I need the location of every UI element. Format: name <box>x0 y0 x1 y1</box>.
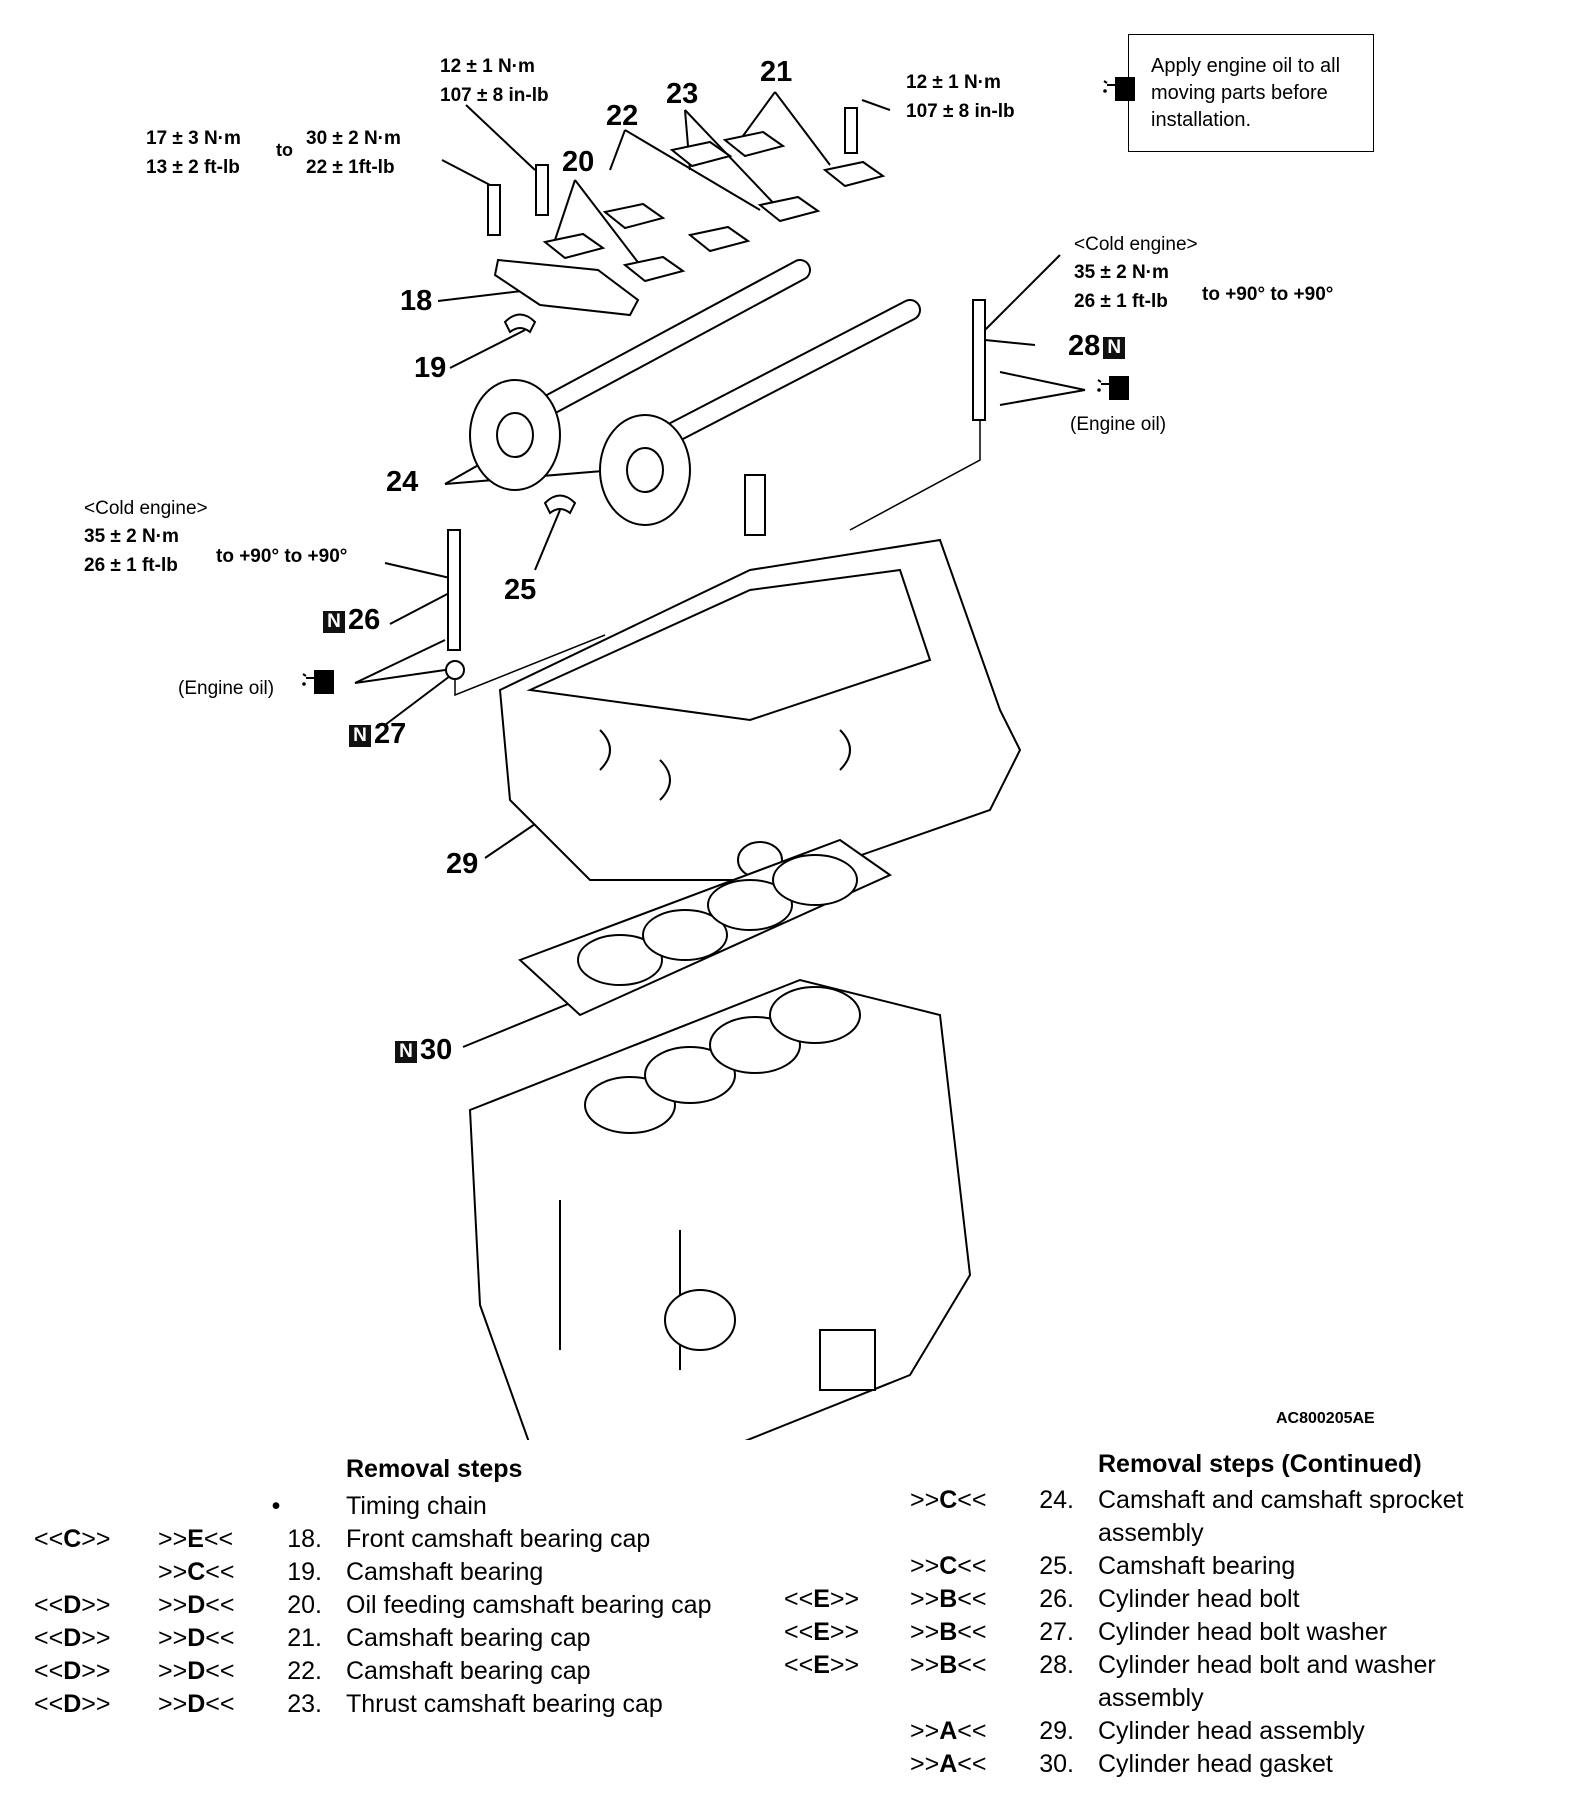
removal-steps-continued-heading: Removal steps (Continued) <box>1098 1450 1422 1478</box>
callout-18: 18 <box>400 285 433 317</box>
torque-to-word: to <box>276 140 293 160</box>
engine-oil-note-box: Apply engine oil to all moving parts bef… <box>1103 34 1374 152</box>
note-text: Apply engine oil to all moving parts bef… <box>1151 55 1341 131</box>
new-part-badge: N <box>1103 337 1126 359</box>
new-part-badge: N <box>395 1041 417 1063</box>
callout-20: 20 <box>562 146 595 178</box>
engine-oil-label-right: (Engine oil) <box>1070 414 1167 435</box>
figure-id: AC800205AE <box>1276 1410 1375 1427</box>
torque-angle-bolt28: to +90° to +90° <box>1202 284 1334 305</box>
callout-21: 21 <box>760 56 793 88</box>
torque-label-bolt28: <Cold engine> 35 ± 2 N·m 26 ± 1 ft-lb <box>1074 234 1198 312</box>
new-part-badge: N <box>323 611 345 633</box>
oil-can-icon <box>1103 77 1135 101</box>
removal-steps-heading: Removal steps <box>346 1455 523 1483</box>
callout-25: 25 <box>504 574 537 606</box>
torque-label-bolt26: <Cold engine> 35 ± 2 N·m 26 ± 1 ft-lb <box>84 498 208 576</box>
oil-can-icon <box>302 670 334 694</box>
engine-oil-label-left: (Engine oil) <box>178 678 275 699</box>
callout-19: 19 <box>414 352 447 384</box>
exploded-engine-diagram <box>354 91 1086 1440</box>
torque-label-front-cap-final: 30 ± 2 N·m 22 ± 1ft-lb <box>306 128 401 178</box>
oil-can-icon <box>1097 376 1129 400</box>
callout-22: 22 <box>606 100 639 132</box>
torque-angle-bolt26: to +90° to +90° <box>216 546 348 567</box>
torque-label-caps-left: 12 ± 1 N·m 107 ± 8 in-lb <box>440 56 549 106</box>
torque-label-caps-right: 12 ± 1 N·m 107 ± 8 in-lb <box>906 72 1015 122</box>
new-part-badge: N <box>349 725 371 747</box>
callout-29: 29 <box>446 848 479 880</box>
torque-label-front-cap-initial: 17 ± 3 N·m 13 ± 2 ft-lb <box>146 128 241 178</box>
callout-24: 24 <box>386 466 419 498</box>
callout-23: 23 <box>666 78 699 110</box>
